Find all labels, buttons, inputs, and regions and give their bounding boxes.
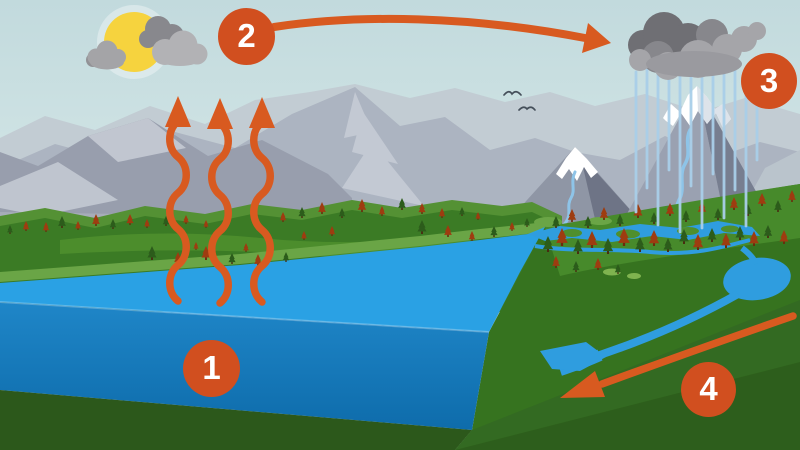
rain-streaks — [634, 60, 759, 234]
ground-front — [0, 390, 472, 450]
step-badge-1-label: 1 — [202, 349, 221, 386]
sea-surface — [0, 227, 545, 332]
runoff-arrow — [560, 312, 797, 398]
sea — [0, 227, 545, 430]
step-badge-3: 3 — [741, 53, 797, 109]
birds-icon — [503, 90, 536, 111]
step-badge-2-label: 2 — [237, 17, 256, 54]
step-badge-4: 4 — [681, 362, 736, 417]
storm-cloud-icon — [628, 12, 766, 80]
pond — [723, 257, 791, 301]
step-badge-3-label: 3 — [759, 61, 779, 99]
step-badge-2: 2 — [218, 8, 275, 65]
cloud-right-icon — [139, 16, 208, 66]
transport-arrow — [270, 14, 611, 53]
step-badge-1: 1 — [183, 340, 240, 397]
cloud-left-icon — [86, 40, 126, 70]
sea-front-face — [0, 302, 489, 430]
step-badge-4-label: 4 — [699, 370, 718, 407]
